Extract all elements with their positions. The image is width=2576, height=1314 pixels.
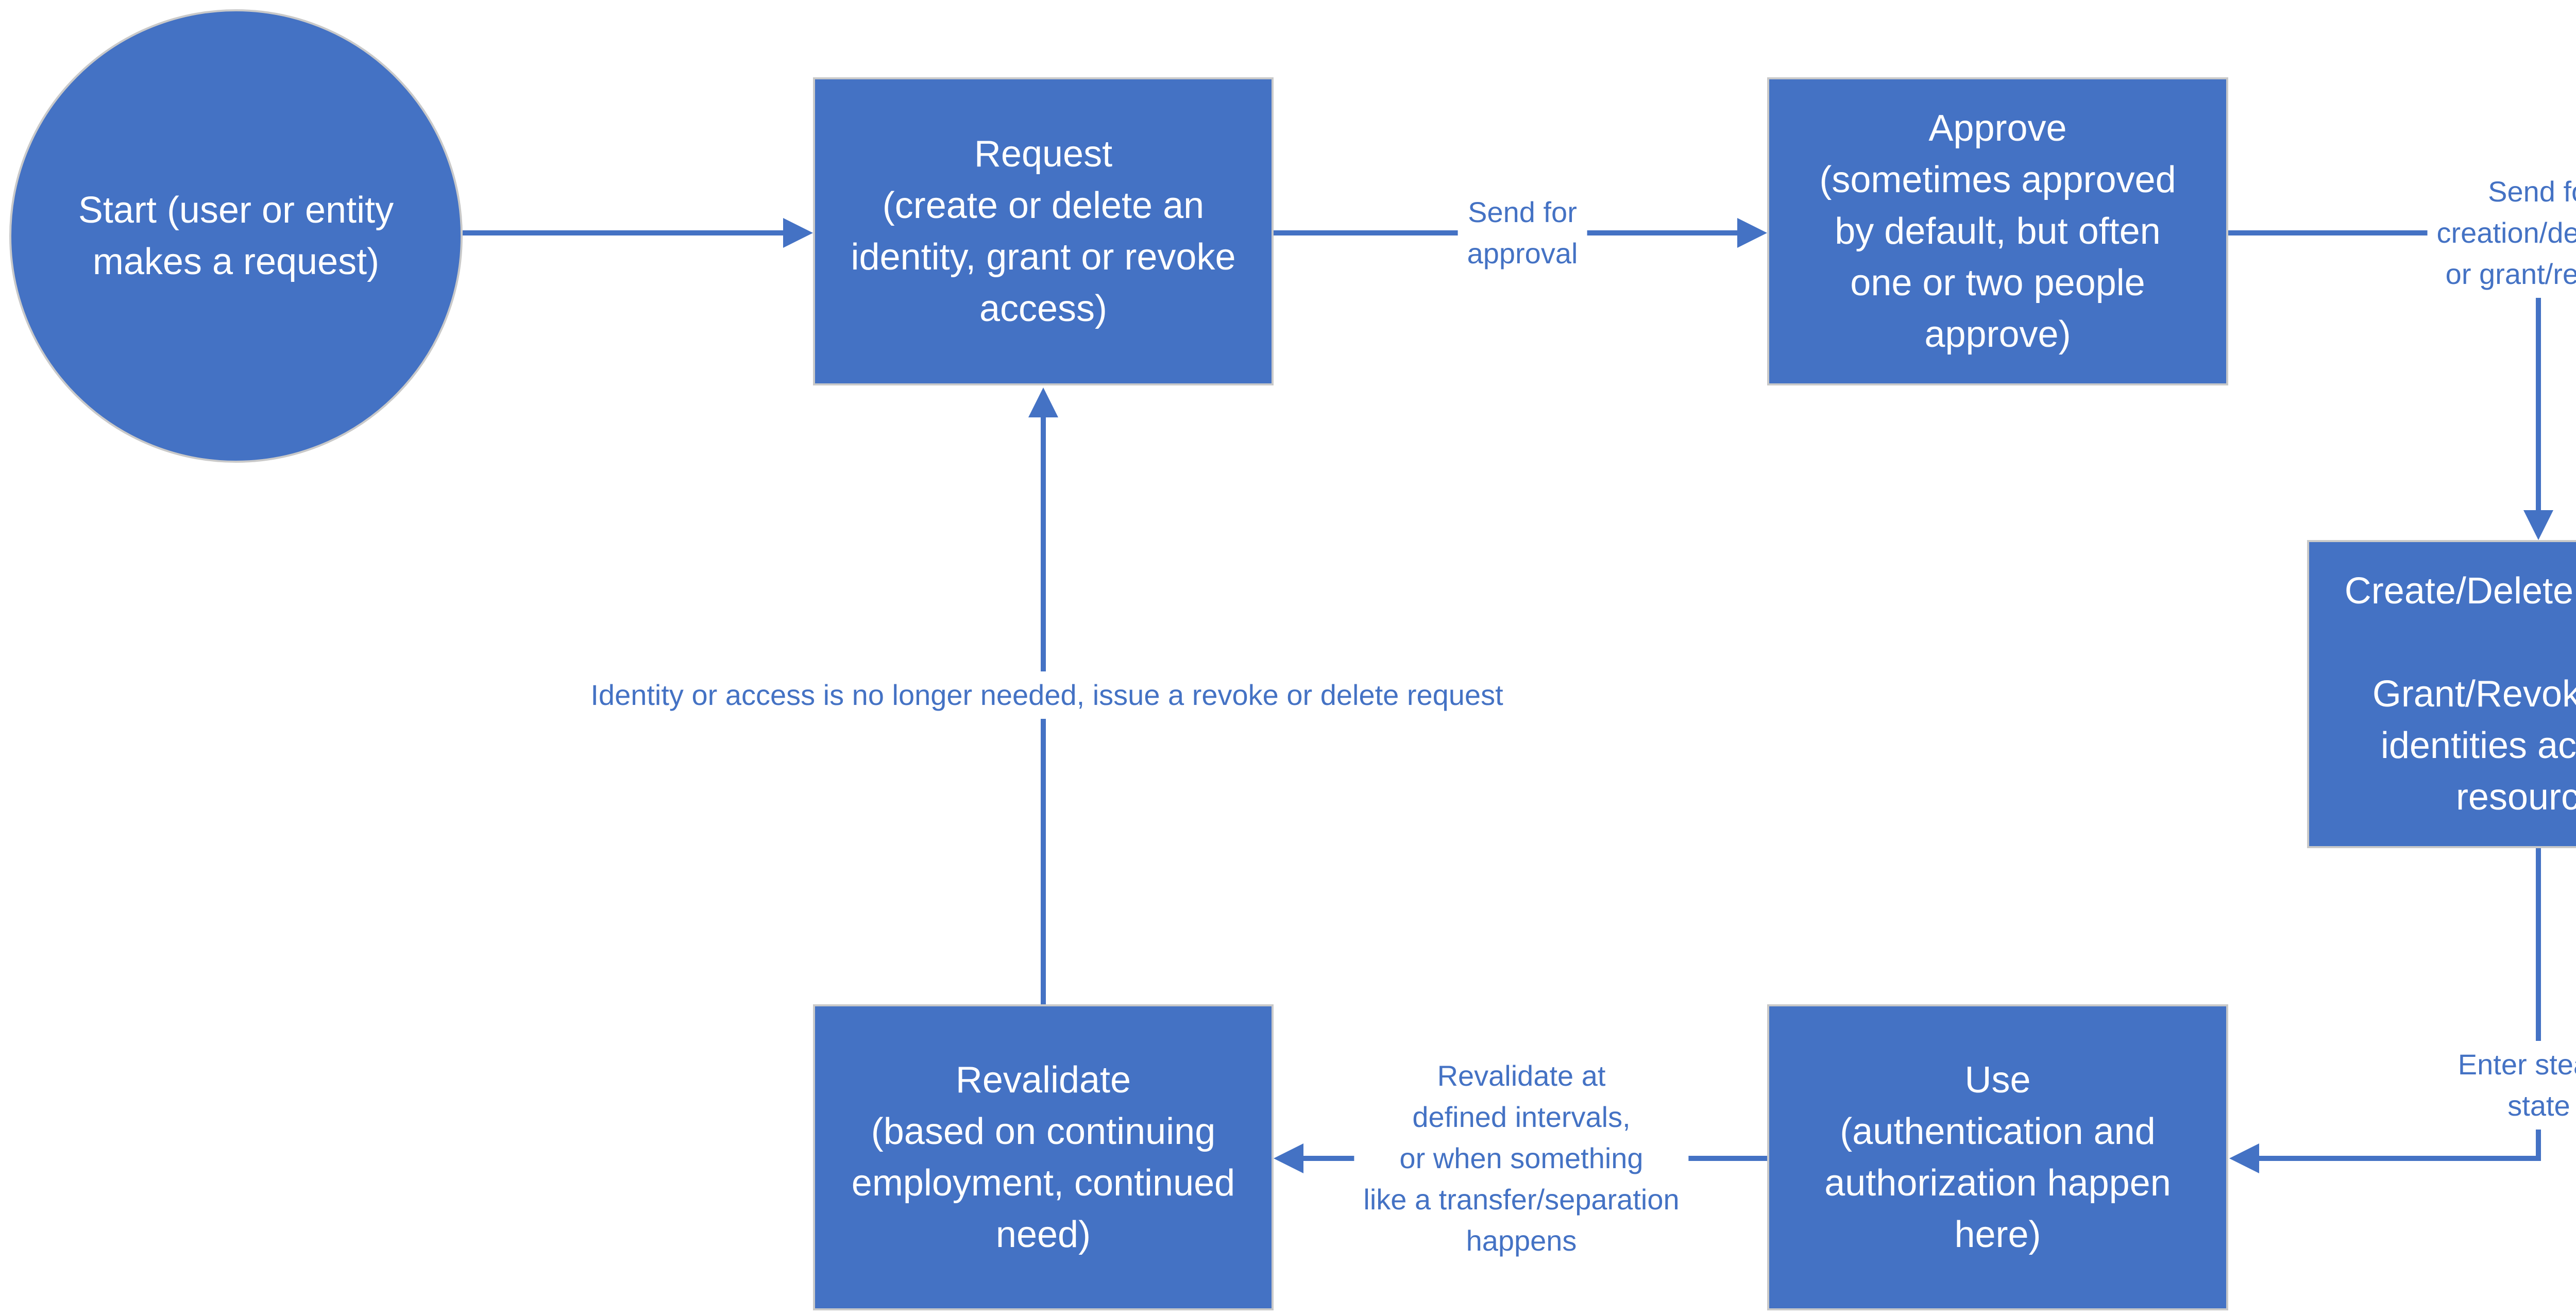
edge-label-send-for-creation-deletion: Send for creation/deletion or grant/revo…: [2427, 168, 2576, 298]
revalidate-node: Revalidate (based on continuing employme…: [813, 1004, 1274, 1310]
revalidate-node-label: Revalidate (based on continuing employme…: [851, 1059, 1235, 1255]
arrowhead-up-icon: [1028, 388, 1058, 417]
use-node: Use (authentication and authorization ha…: [1767, 1004, 2228, 1310]
start-node-label: Start (user or entity makes a request): [78, 190, 394, 282]
connector-approve-to-provision-horizontal: [2228, 230, 2541, 235]
approve-node: Approve (sometimes approved by default, …: [1767, 77, 2228, 385]
create-delete-identities-node: Create/Delete identities Grant/Revoke th…: [2307, 540, 2576, 848]
edge-label-send-for-approval: Send for approval: [1458, 189, 1587, 277]
connector-provision-to-use-vertical: [2536, 848, 2541, 1161]
edge-label-revalidate-intervals: Revalidate at defined intervals, or when…: [1354, 1052, 1689, 1265]
edge-label-identity-no-longer-needed: Identity or access is no longer needed, …: [581, 671, 1513, 719]
edge-label-enter-steady-state: Enter steady state: [2422, 1041, 2576, 1130]
arrowhead-down-icon: [2523, 510, 2553, 540]
arrowhead-left-icon: [2229, 1143, 2259, 1173]
arrowhead-right-icon: [783, 218, 813, 248]
request-node: Request (create or delete an identity, g…: [813, 77, 1274, 385]
use-node-label: Use (authentication and authorization ha…: [1824, 1059, 2171, 1255]
arrowhead-right-icon: [1737, 218, 1767, 248]
connector-approve-to-provision-vertical: [2536, 233, 2541, 513]
request-node-label: Request (create or delete an identity, g…: [851, 133, 1236, 329]
connector-provision-to-use-horizontal: [2259, 1156, 2541, 1161]
connector-start-to-request: [463, 230, 786, 235]
start-node: Start (user or entity makes a request): [9, 9, 463, 463]
arrowhead-left-icon: [1274, 1143, 1303, 1173]
approve-node-label: Approve (sometimes approved by default, …: [1819, 108, 2176, 355]
create-delete-identities-node-label: Create/Delete identities Grant/Revoke th…: [2344, 570, 2576, 818]
